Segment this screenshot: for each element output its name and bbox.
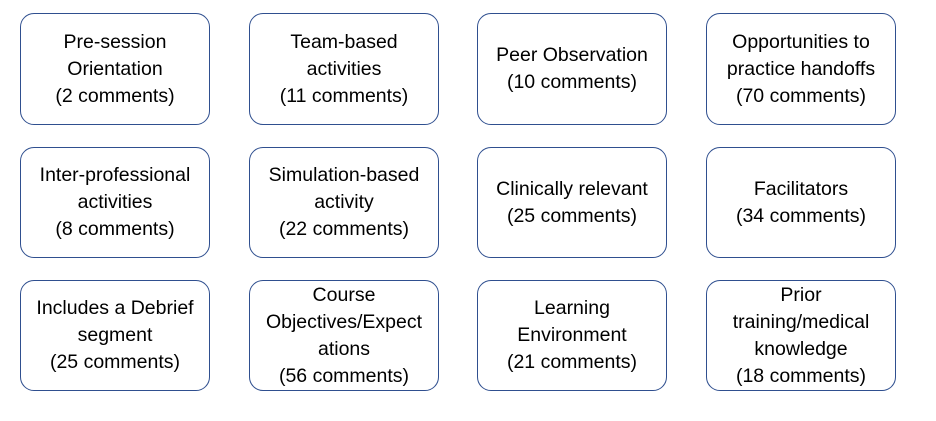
theme-box-learning-environment: Learning Environment (21 comments) bbox=[477, 280, 667, 391]
theme-box-simulation-based-activity: Simulation-based activity (22 comments) bbox=[249, 147, 439, 258]
theme-box-peer-observation: Peer Observation (10 comments) bbox=[477, 13, 667, 125]
theme-box-pre-session-orientation: Pre-session Orientation (2 comments) bbox=[20, 13, 210, 125]
theme-box-label: Course Objectives/Expect ations (56 comm… bbox=[265, 283, 423, 387]
theme-box-label: Opportunities to practice handoffs (70 c… bbox=[726, 30, 876, 107]
theme-box-label: Learning Environment (21 comments) bbox=[506, 297, 638, 373]
theme-box-prior-training: Prior training/medical knowledge (18 com… bbox=[706, 280, 896, 391]
theme-box-inter-professional-activities: Inter-professional activities (8 comment… bbox=[20, 147, 210, 258]
theme-box-label: Team-based activities (11 comments) bbox=[279, 30, 409, 107]
theme-box-label: Inter-professional activities (8 comment… bbox=[39, 164, 191, 240]
theme-box-practice-handoffs: Opportunities to practice handoffs (70 c… bbox=[706, 13, 896, 125]
theme-box-label: Pre-session Orientation (2 comments) bbox=[55, 30, 175, 107]
theme-box-label: Includes a Debrief segment (25 comments) bbox=[36, 297, 194, 373]
theme-box-course-objectives: Course Objectives/Expect ations (56 comm… bbox=[249, 280, 439, 391]
theme-box-label: Facilitators (34 comments) bbox=[735, 177, 867, 227]
theme-box-label: Prior training/medical knowledge (18 com… bbox=[732, 283, 870, 387]
theme-box-team-based-activities: Team-based activities (11 comments) bbox=[249, 13, 439, 125]
theme-box-facilitators: Facilitators (34 comments) bbox=[706, 147, 896, 258]
theme-box-debrief-segment: Includes a Debrief segment (25 comments) bbox=[20, 280, 210, 391]
theme-box-clinically-relevant: Clinically relevant (25 comments) bbox=[477, 147, 667, 258]
theme-box-label: Simulation-based activity (22 comments) bbox=[268, 164, 420, 240]
theme-box-label: Clinically relevant (25 comments) bbox=[496, 177, 648, 227]
theme-box-label: Peer Observation (10 comments) bbox=[496, 44, 648, 93]
